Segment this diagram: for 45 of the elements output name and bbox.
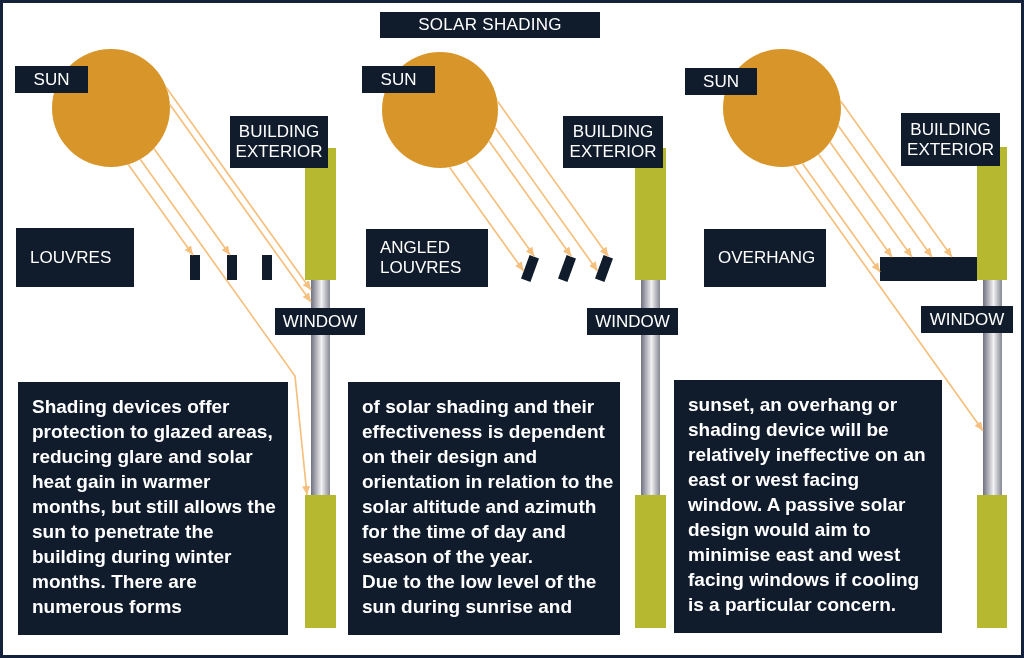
window-label: WINDOW [587,308,678,335]
wall-bar [635,495,666,628]
sun-ray-arrow [829,141,913,258]
device-label: LOUVRES [16,228,134,287]
paragraph-text: of solar shading and their effectiveness is dependent on their design and orientation in relation to the solar altitude and azimuth for the time of day and season of the year. [362,395,614,569]
text-panel [674,380,942,633]
device-label: OVERHANG [704,229,826,287]
sun-ray-arrow [488,140,573,258]
sun-ray-arrow [801,162,881,273]
sun-ray-arrow [837,124,933,258]
sun-ray-arrow [165,86,312,291]
text-panel [18,382,288,635]
louvre-slat [227,255,237,280]
sun-ray-arrow [496,100,610,258]
title-banner: SOLAR SHADING [380,12,600,38]
sun-ray-arrow [792,164,984,432]
louvre-slat [190,255,200,280]
sun-ray-arrow [169,103,312,303]
device-label: ANGLED LOUVRES [366,229,488,287]
exterior-label: BUILDING EXTERIOR [563,116,663,168]
sun-ray-arrow [465,160,536,258]
wall-bar [305,495,336,628]
window-label: WINDOW [275,308,365,335]
exterior-label: BUILDING EXTERIOR [230,116,328,168]
angled-louvre-slat [521,254,539,282]
sun-ray-arrow [839,100,953,258]
sun-ray-arrow [127,163,194,256]
sun-label: SUN [15,66,88,93]
louvre-slat [262,255,272,280]
sun-label: SUN [685,68,757,95]
overhang-slab [880,257,977,281]
wall-bar [977,495,1007,628]
window-label: WINDOW [921,306,1013,333]
angled-louvre-slat [595,254,613,282]
sun-ray-arrow [817,153,893,258]
text-panel [348,382,620,635]
sun-ray-arrow [448,166,525,272]
exterior-label: BUILDING EXTERIOR [901,113,1000,166]
sun-label: SUN [362,66,435,93]
sun-ray-arrow [139,158,311,496]
paragraph-text: Due to the low level of the sun during sunrise and [362,570,598,619]
paragraph-text: Shading devices offer protection to glazed areas, reducing glare and solar heat gain in warmer months, but still allows the sun to penetrate the building during winter months. There are numerous forms [32,395,277,619]
paragraph-text: sunset, an overhang or shading device will be relatively ineffective on an east or west facing window. A passive solar design would aim to minimise east and west facing windows if cooling is a particular concern. [688,393,927,617]
sun-ray-arrow [494,126,599,272]
sun-ray-arrow [153,147,231,256]
